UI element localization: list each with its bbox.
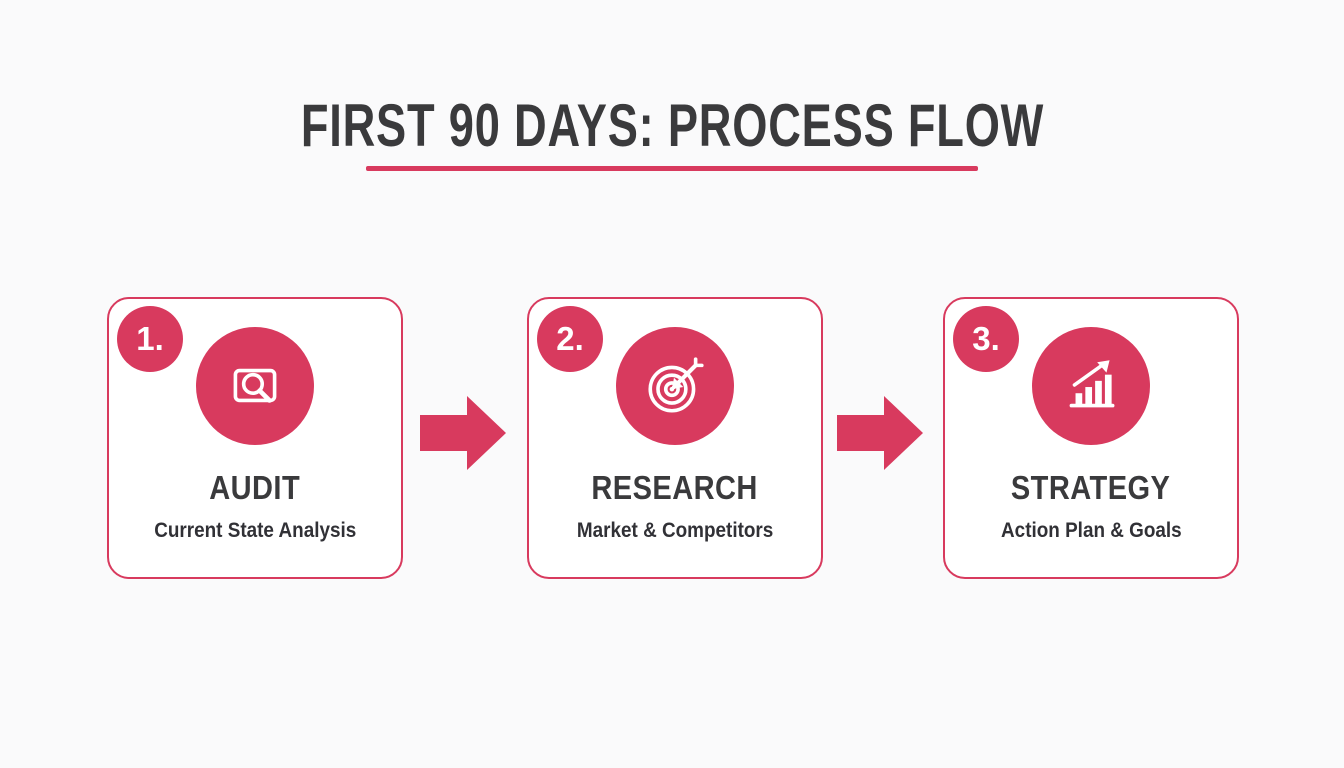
step-subtitle: Market & Competitors bbox=[576, 519, 774, 542]
step-number-badge: 3. bbox=[953, 306, 1019, 372]
step-card-audit: 1. AUDIT Current State Analysis bbox=[107, 297, 403, 579]
step-card-research: 2. RESEARCH Market & Competitors bbox=[527, 297, 823, 579]
step-card-strategy: 3. STRATEGY Action Plan & Goals bbox=[943, 297, 1239, 579]
arrow-head bbox=[884, 396, 923, 470]
step-number-badge: 2. bbox=[537, 306, 603, 372]
document-search-icon bbox=[196, 327, 314, 445]
arrow-head bbox=[467, 396, 506, 470]
arrow-bar bbox=[420, 415, 467, 451]
step-title: STRATEGY bbox=[1011, 468, 1171, 507]
title-underline bbox=[366, 166, 978, 171]
flow-arrow-icon bbox=[420, 396, 506, 470]
step-subtitle: Action Plan & Goals bbox=[1000, 519, 1182, 542]
flow-arrow-icon bbox=[837, 396, 923, 470]
page-title: FIRST 90 DAYS: PROCESS FLOW bbox=[300, 91, 1044, 160]
step-subtitle: Current State Analysis bbox=[153, 519, 357, 542]
page-title-wrap: FIRST 90 DAYS: PROCESS FLOW bbox=[0, 91, 1344, 160]
step-title: RESEARCH bbox=[591, 468, 759, 507]
arrow-bar bbox=[837, 415, 884, 451]
step-title: AUDIT bbox=[209, 468, 301, 507]
bar-chart-growth-icon bbox=[1032, 327, 1150, 445]
step-number-badge: 1. bbox=[117, 306, 183, 372]
target-arrow-icon bbox=[616, 327, 734, 445]
